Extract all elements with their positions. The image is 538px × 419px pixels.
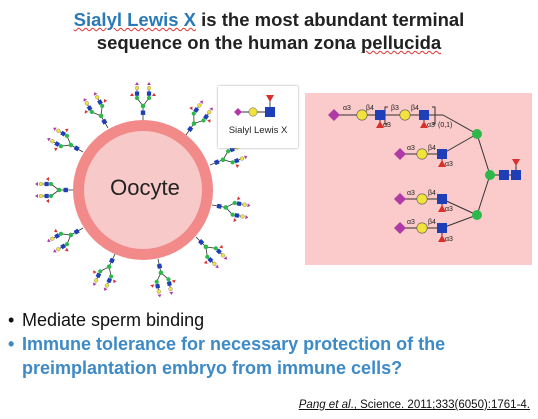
link-label: (0,1) — [438, 122, 452, 129]
bullet-item-2-line-2: preimplantation embryo from immune cells… — [22, 358, 403, 378]
link-label: β4 — [428, 145, 436, 152]
link-label: α3 — [407, 190, 415, 197]
link-label: α3 — [445, 206, 453, 213]
legend-glyph — [234, 95, 275, 117]
legend-label: Sialyl Lewis X — [228, 125, 288, 136]
citation-author: Pang et al — [298, 399, 351, 411]
bullet-item-1: • Mediate sperm binding — [8, 309, 533, 331]
slide-title: Sialyl Lewis X is the most abundant term… — [0, 8, 538, 54]
bullet-item-2: • Immune tolerance for necessary protecti… — [8, 332, 533, 380]
title-line-1: Sialyl Lewis X is the most abundant term… — [0, 8, 538, 31]
link-label: β3 — [391, 105, 399, 112]
oocyte-body — [84, 131, 202, 249]
link-label: α3 — [383, 122, 391, 129]
link-label: α3 — [445, 161, 453, 168]
bullet-dot: • — [8, 310, 15, 330]
sialyl-lewis-x-legend: Sialyl Lewis X — [218, 86, 298, 148]
title-line-2: sequence on the human zona pellucida — [0, 31, 538, 54]
glycan-panel — [305, 93, 532, 265]
bullet-list: • Mediate sperm binding • Immune tolerance… — [8, 309, 533, 380]
title-line1-rest: is the most abundant terminal — [196, 9, 465, 30]
link-label: β4 — [411, 105, 419, 112]
citation-rest: ., Science. 2011;333(6050):1761-4. — [350, 399, 530, 411]
glycan-diagram: α3 β4 β3 β4 α3 α3 (0,1) α3 β4 α3 α3 β4 α… — [34, 81, 532, 300]
link-label: α3 — [407, 145, 415, 152]
title-line2-underlined: pellucida — [360, 32, 442, 53]
link-label: α3 — [445, 236, 453, 243]
link-label: α3 — [407, 219, 415, 226]
link-label: α3 — [343, 105, 351, 112]
title-highlight: Sialyl Lewis X — [73, 9, 197, 30]
title-line2-pre: sequence on the human zona — [96, 32, 361, 53]
oocyte-label: Oocyte — [110, 175, 180, 200]
glycan-residues — [328, 109, 521, 242]
link-label: β4 — [366, 105, 374, 112]
link-label: β4 — [428, 190, 436, 197]
link-label: β4 — [428, 219, 436, 226]
citation: Pang et al., Science. 2011;333(6050):176… — [299, 399, 530, 411]
link-label: α3 — [427, 122, 435, 129]
bullet-dot: • — [8, 334, 15, 354]
bullet-item-1-text: Mediate sperm binding — [22, 310, 205, 330]
linkage-labels: α3 β4 β3 β4 α3 α3 (0,1) α3 β4 α3 α3 β4 α… — [343, 105, 453, 243]
bullet-item-2-line-1: Immune tolerance for necessary protectio… — [22, 334, 446, 354]
